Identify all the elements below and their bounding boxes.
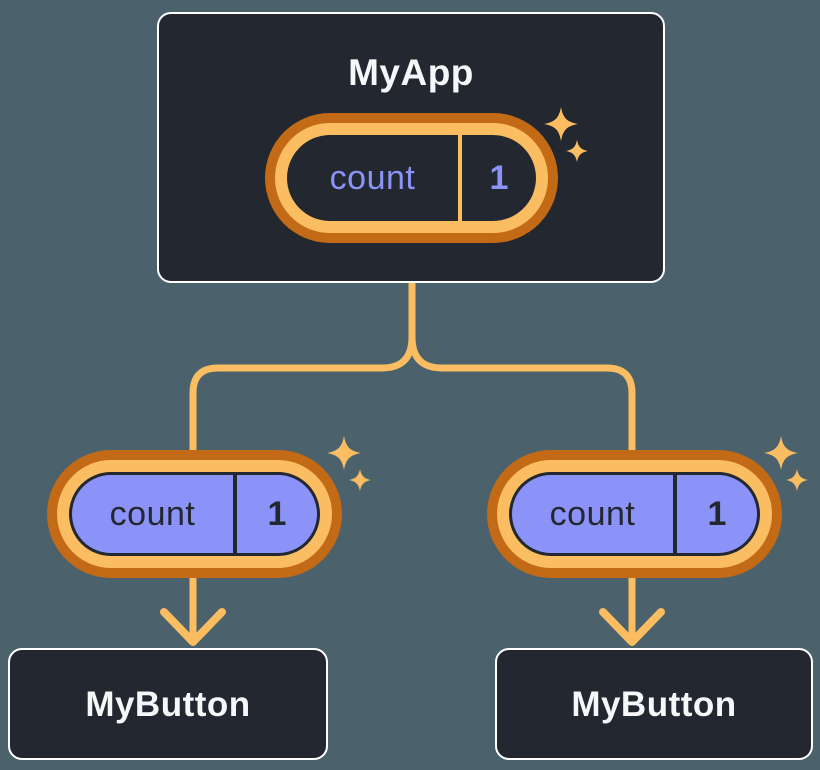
state-pill-body: count 1	[287, 135, 536, 221]
arrow-down-icon	[599, 608, 665, 646]
prop-pill-ring: count 1	[57, 460, 332, 568]
state-pill-ring: count 1	[275, 123, 548, 233]
pill-divider	[673, 475, 677, 553]
prop-pill-body: count 1	[69, 472, 320, 556]
state-name-label: count	[329, 159, 416, 197]
child-component-title: MyButton	[85, 684, 251, 724]
pill-divider	[458, 135, 462, 221]
prop-pill-body: count 1	[509, 472, 760, 556]
tree-branch-right-line	[408, 277, 636, 646]
child-component-node-left: MyButton	[8, 648, 328, 760]
root-component-title: MyApp	[348, 52, 474, 93]
child-component-node-right: MyButton	[495, 648, 813, 760]
prop-pill-right: count 1	[487, 450, 782, 578]
prop-pill-left: count 1	[47, 450, 342, 578]
arrow-down-icon	[160, 608, 226, 646]
prop-pill-ring: count 1	[497, 460, 772, 568]
state-pill-root: count 1	[265, 113, 558, 243]
prop-value-label: 1	[267, 495, 287, 533]
sparkle-icon	[544, 107, 588, 162]
prop-name-label: count	[109, 495, 196, 533]
sparkle-icon	[764, 436, 808, 491]
prop-value-label: 1	[707, 495, 727, 533]
prop-name-label: count	[549, 495, 636, 533]
state-value-label: 1	[489, 159, 509, 197]
child-component-title: MyButton	[571, 684, 737, 724]
pill-divider	[233, 475, 237, 553]
sparkle-icon	[327, 436, 371, 491]
